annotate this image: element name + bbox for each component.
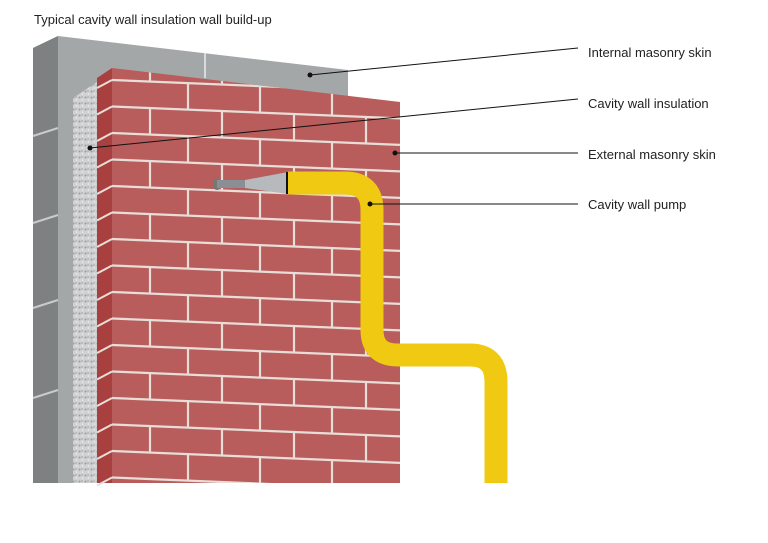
mortar-joint	[96, 264, 113, 275]
mortar-joint	[112, 423, 400, 438]
mortar-joint	[96, 317, 113, 328]
mortar-joint	[112, 290, 400, 305]
mortar-joint	[112, 317, 400, 332]
mortar-joint	[96, 79, 113, 89]
external-masonry-skin	[96, 68, 400, 487]
mortar-joint	[112, 476, 400, 483]
leader-arrowheads	[87, 72, 398, 207]
mortar-joint	[96, 158, 113, 169]
mortar-joint	[112, 158, 400, 173]
mortar-joint	[112, 131, 400, 146]
mortar-joint	[96, 450, 113, 460]
mortar-joint	[112, 184, 400, 199]
mortar-joint	[32, 127, 59, 137]
mortar-joint	[96, 476, 113, 487]
mortar-joint	[112, 237, 400, 252]
label-cavity-wall-pump: Cavity wall pump	[588, 197, 687, 212]
mortar-joint	[112, 370, 400, 385]
mortar-joint	[96, 423, 113, 434]
mortar-joint	[32, 299, 59, 309]
mortar-joint	[96, 397, 113, 407]
mortar-joint	[96, 185, 113, 195]
mortar-joint	[96, 105, 113, 116]
pump-nozzle	[213, 172, 289, 194]
label-external-masonry-skin: External masonry skin	[588, 147, 716, 162]
label-internal-masonry-skin: Internal masonry skin	[588, 45, 712, 60]
leader-lines	[89, 47, 579, 205]
mortar-joint	[112, 343, 400, 358]
diagram-title: Typical cavity wall insulation wall buil…	[34, 12, 272, 27]
cavity-insulation	[73, 82, 97, 483]
mortar-joint	[112, 264, 400, 279]
mortar-joint	[96, 211, 113, 222]
mortar-joint	[112, 449, 400, 464]
mortar-joint	[96, 344, 113, 354]
mortar-joint	[96, 238, 113, 248]
mortar-joint	[96, 370, 113, 381]
mortar-joint	[96, 132, 113, 142]
mortar-joint	[112, 105, 400, 120]
mortar-joint	[112, 211, 400, 226]
label-cavity-wall-insulation: Cavity wall insulation	[588, 96, 709, 111]
cavity-wall-pump-hose	[288, 171, 508, 483]
mortar-joint	[112, 396, 400, 411]
mortar-joint	[96, 291, 113, 301]
mortar-joint	[32, 214, 59, 224]
mortar-joint	[32, 389, 59, 399]
